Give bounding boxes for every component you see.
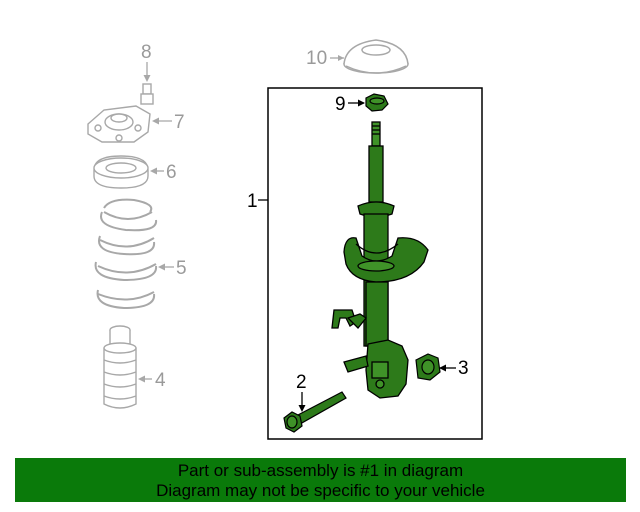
callout-5: 5 [176, 258, 187, 279]
callout-4: 4 [155, 370, 166, 391]
callout-2: 2 [296, 372, 307, 393]
callout-8: 8 [141, 42, 152, 63]
callout-9: 9 [335, 94, 346, 115]
info-banner: Part or sub-assembly is #1 in diagram Di… [15, 458, 626, 502]
banner-line-1: Part or sub-assembly is #1 in diagram [177, 461, 464, 480]
part-2-bolt [283, 391, 347, 433]
arrow-10 [338, 55, 344, 61]
arrow-4 [138, 375, 145, 383]
arrow-2 [298, 405, 306, 412]
arrow-9 [358, 99, 365, 107]
part-10-upper-mount [343, 39, 409, 74]
part-7-mount-plate [87, 105, 151, 143]
callout-6: 6 [166, 162, 177, 183]
callout-10: 10 [306, 48, 327, 69]
part-3-nut [415, 353, 441, 381]
arrow-5 [158, 263, 165, 271]
arrow-6 [150, 167, 157, 175]
part-4-bump-stop [103, 325, 137, 409]
arrow-7 [152, 117, 159, 125]
banner-line-2: Diagram may not be specific to your vehi… [156, 481, 485, 500]
part-8-stud [140, 83, 154, 105]
arrow-8 [143, 75, 151, 82]
callout-3: 3 [458, 358, 469, 379]
arrow-3 [439, 364, 446, 372]
part-6-spring-seat [93, 155, 149, 189]
part-5-coil-spring [94, 198, 158, 310]
assembly-box [267, 87, 483, 440]
part-1-strut [331, 121, 429, 399]
callout-7: 7 [174, 112, 185, 133]
callout-1: 1 [247, 191, 258, 212]
part-9-nut [365, 93, 389, 112]
